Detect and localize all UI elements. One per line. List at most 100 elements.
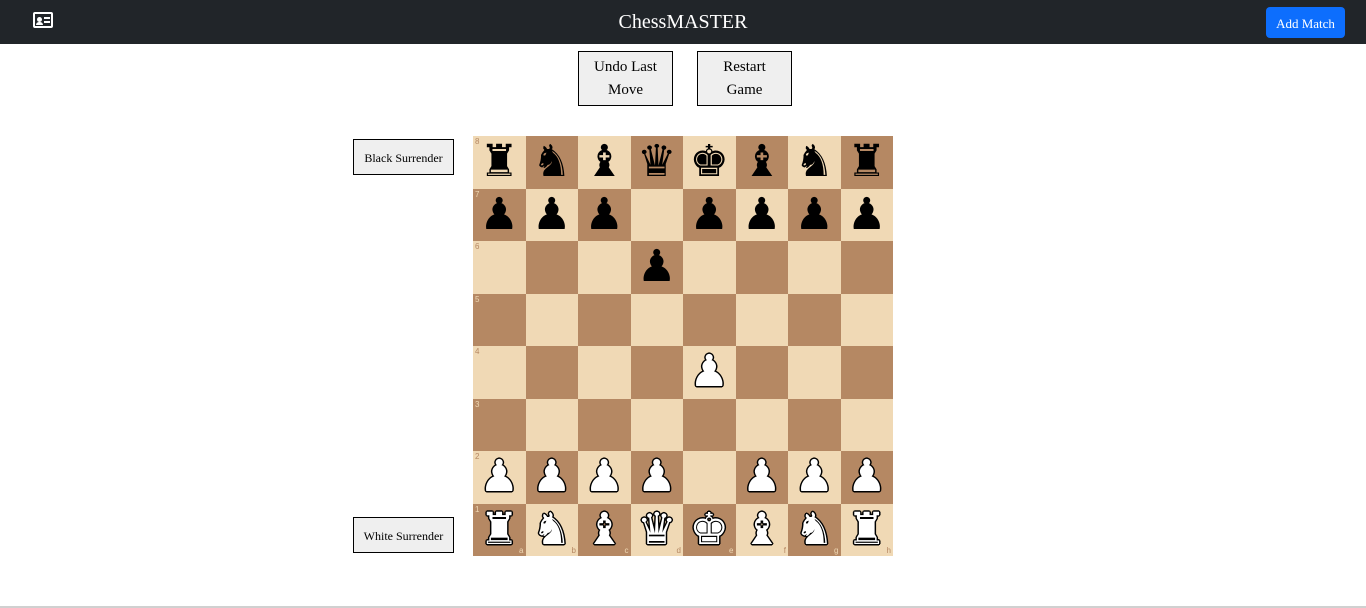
white-surrender-button[interactable]: White Surrender	[353, 517, 454, 553]
square-a2[interactable]: 2♟	[473, 451, 526, 504]
black-king-icon[interactable]: ♚	[689, 136, 729, 188]
black-knight-icon[interactable]: ♞	[532, 136, 572, 188]
black-bishop-icon[interactable]: ♝	[584, 136, 624, 188]
square-d2[interactable]: ♟	[630, 451, 683, 504]
square-g4[interactable]	[788, 346, 841, 399]
square-d5[interactable]	[630, 293, 683, 346]
square-f3[interactable]	[735, 398, 788, 451]
square-a8[interactable]: 8♜	[473, 136, 526, 189]
black-queen-icon[interactable]: ♛	[637, 136, 677, 188]
black-pawn-icon[interactable]: ♟	[847, 188, 887, 240]
square-f5[interactable]	[735, 293, 788, 346]
white-rook-icon[interactable]: ♜	[847, 503, 887, 555]
square-b2[interactable]: ♟	[525, 451, 578, 504]
square-f8[interactable]: ♝	[735, 136, 788, 189]
square-c2[interactable]: ♟	[578, 451, 631, 504]
add-match-button[interactable]: Add Match	[1266, 7, 1345, 38]
square-a6[interactable]: 6	[473, 241, 526, 294]
square-a5[interactable]: 5	[473, 293, 526, 346]
square-e7[interactable]: ♟	[683, 188, 736, 241]
contact-card-icon[interactable]	[33, 12, 53, 28]
square-h7[interactable]: ♟	[840, 188, 893, 241]
black-pawn-icon[interactable]: ♟	[637, 241, 677, 293]
square-b7[interactable]: ♟	[525, 188, 578, 241]
square-f4[interactable]	[735, 346, 788, 399]
white-pawn-icon[interactable]: ♟	[637, 451, 677, 503]
square-e2[interactable]	[683, 451, 736, 504]
square-f6[interactable]	[735, 241, 788, 294]
square-d4[interactable]	[630, 346, 683, 399]
white-pawn-icon[interactable]: ♟	[689, 346, 729, 398]
square-h6[interactable]	[840, 241, 893, 294]
square-d1[interactable]: d♛	[630, 503, 683, 556]
square-g6[interactable]	[788, 241, 841, 294]
square-c8[interactable]: ♝	[578, 136, 631, 189]
square-f7[interactable]: ♟	[735, 188, 788, 241]
square-c1[interactable]: c♝	[578, 503, 631, 556]
black-surrender-button[interactable]: Black Surrender	[353, 139, 454, 175]
square-a7[interactable]: 7♟	[473, 188, 526, 241]
square-d7[interactable]	[630, 188, 683, 241]
white-pawn-icon[interactable]: ♟	[479, 451, 519, 503]
square-f1[interactable]: f♝	[735, 503, 788, 556]
square-c5[interactable]	[578, 293, 631, 346]
square-d6[interactable]: ♟	[630, 241, 683, 294]
square-e5[interactable]	[683, 293, 736, 346]
white-pawn-icon[interactable]: ♟	[532, 451, 572, 503]
square-h1[interactable]: h♜	[840, 503, 893, 556]
square-b4[interactable]	[525, 346, 578, 399]
white-pawn-icon[interactable]: ♟	[742, 451, 782, 503]
black-rook-icon[interactable]: ♜	[479, 136, 519, 188]
black-pawn-icon[interactable]: ♟	[584, 188, 624, 240]
square-d8[interactable]: ♛	[630, 136, 683, 189]
square-g5[interactable]	[788, 293, 841, 346]
square-b3[interactable]	[525, 398, 578, 451]
white-bishop-icon[interactable]: ♝	[742, 503, 782, 555]
white-knight-icon[interactable]: ♞	[794, 503, 834, 555]
square-c7[interactable]: ♟	[578, 188, 631, 241]
square-b6[interactable]	[525, 241, 578, 294]
square-e8[interactable]: ♚	[683, 136, 736, 189]
black-pawn-icon[interactable]: ♟	[794, 188, 834, 240]
square-h3[interactable]	[840, 398, 893, 451]
square-g3[interactable]	[788, 398, 841, 451]
white-pawn-icon[interactable]: ♟	[794, 451, 834, 503]
black-rook-icon[interactable]: ♜	[847, 136, 887, 188]
restart-game-button[interactable]: Restart Game	[697, 51, 792, 106]
black-pawn-icon[interactable]: ♟	[532, 188, 572, 240]
square-h8[interactable]: ♜	[840, 136, 893, 189]
black-pawn-icon[interactable]: ♟	[689, 188, 729, 240]
square-e4[interactable]: ♟	[683, 346, 736, 399]
black-pawn-icon[interactable]: ♟	[479, 188, 519, 240]
white-pawn-icon[interactable]: ♟	[584, 451, 624, 503]
black-pawn-icon[interactable]: ♟	[742, 188, 782, 240]
square-e3[interactable]	[683, 398, 736, 451]
square-h5[interactable]	[840, 293, 893, 346]
square-d3[interactable]	[630, 398, 683, 451]
white-queen-icon[interactable]: ♛	[637, 503, 677, 555]
square-f2[interactable]: ♟	[735, 451, 788, 504]
white-knight-icon[interactable]: ♞	[532, 503, 572, 555]
square-g2[interactable]: ♟	[788, 451, 841, 504]
square-g8[interactable]: ♞	[788, 136, 841, 189]
square-b1[interactable]: b♞	[525, 503, 578, 556]
square-b5[interactable]	[525, 293, 578, 346]
square-b8[interactable]: ♞	[525, 136, 578, 189]
square-e6[interactable]	[683, 241, 736, 294]
black-knight-icon[interactable]: ♞	[794, 136, 834, 188]
square-c6[interactable]	[578, 241, 631, 294]
square-h4[interactable]	[840, 346, 893, 399]
white-bishop-icon[interactable]: ♝	[584, 503, 624, 555]
square-c3[interactable]	[578, 398, 631, 451]
white-pawn-icon[interactable]: ♟	[847, 451, 887, 503]
square-g7[interactable]: ♟	[788, 188, 841, 241]
square-a3[interactable]: 3	[473, 398, 526, 451]
square-c4[interactable]	[578, 346, 631, 399]
square-e1[interactable]: e♚	[683, 503, 736, 556]
black-bishop-icon[interactable]: ♝	[742, 136, 782, 188]
white-rook-icon[interactable]: ♜	[479, 503, 519, 555]
white-king-icon[interactable]: ♚	[689, 503, 729, 555]
square-a4[interactable]: 4	[473, 346, 526, 399]
undo-last-move-button[interactable]: Undo Last Move	[578, 51, 673, 106]
